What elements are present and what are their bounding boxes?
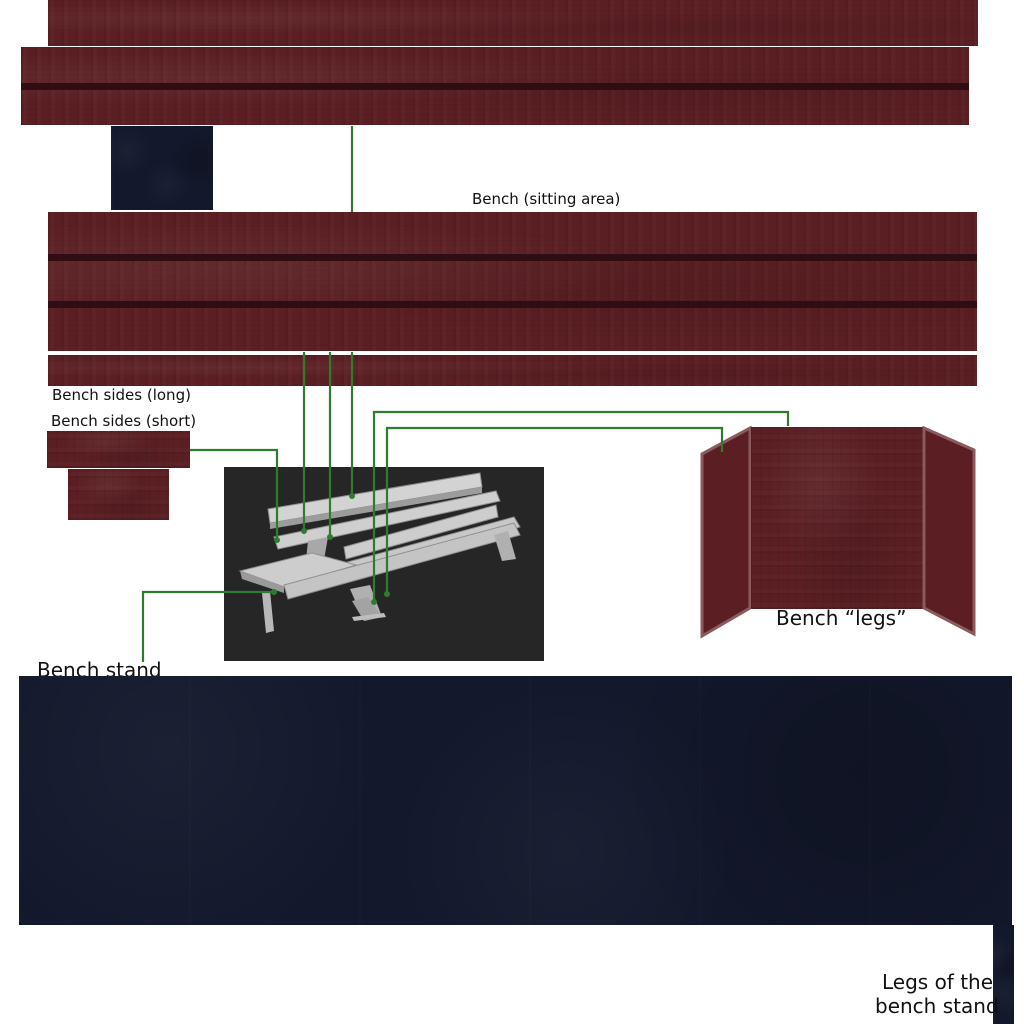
bench-legs-panel-right (924, 428, 974, 634)
label-legs-of-stand-line1: Legs of the (882, 972, 993, 992)
wood-strip-bench-side-long (48, 355, 977, 386)
bench-model-drawing (224, 467, 544, 661)
label-bench-sides-short: Bench sides (short) (51, 414, 196, 429)
label-bench-sides-long: Bench sides (long) (52, 388, 191, 403)
navy-texture-swatch (111, 126, 213, 210)
label-sitting-area: Bench (sitting area) (472, 192, 620, 207)
bench-legs-panel-left (702, 428, 750, 638)
wood-piece-bench-side-end (68, 469, 169, 520)
label-legs-of-stand-line2: bench stand (875, 996, 999, 1016)
wood-block-sitting-area (48, 212, 977, 351)
wood-strip-top-thin (48, 0, 978, 46)
wood-piece-bench-side-short (47, 431, 190, 468)
bench-legs-panel-center (751, 427, 923, 609)
bench-3d-render (224, 467, 544, 661)
navy-texture-bench-stand (19, 676, 1012, 925)
wood-strip-top-wide (21, 47, 969, 125)
label-bench-legs: Bench “legs” (776, 608, 906, 628)
